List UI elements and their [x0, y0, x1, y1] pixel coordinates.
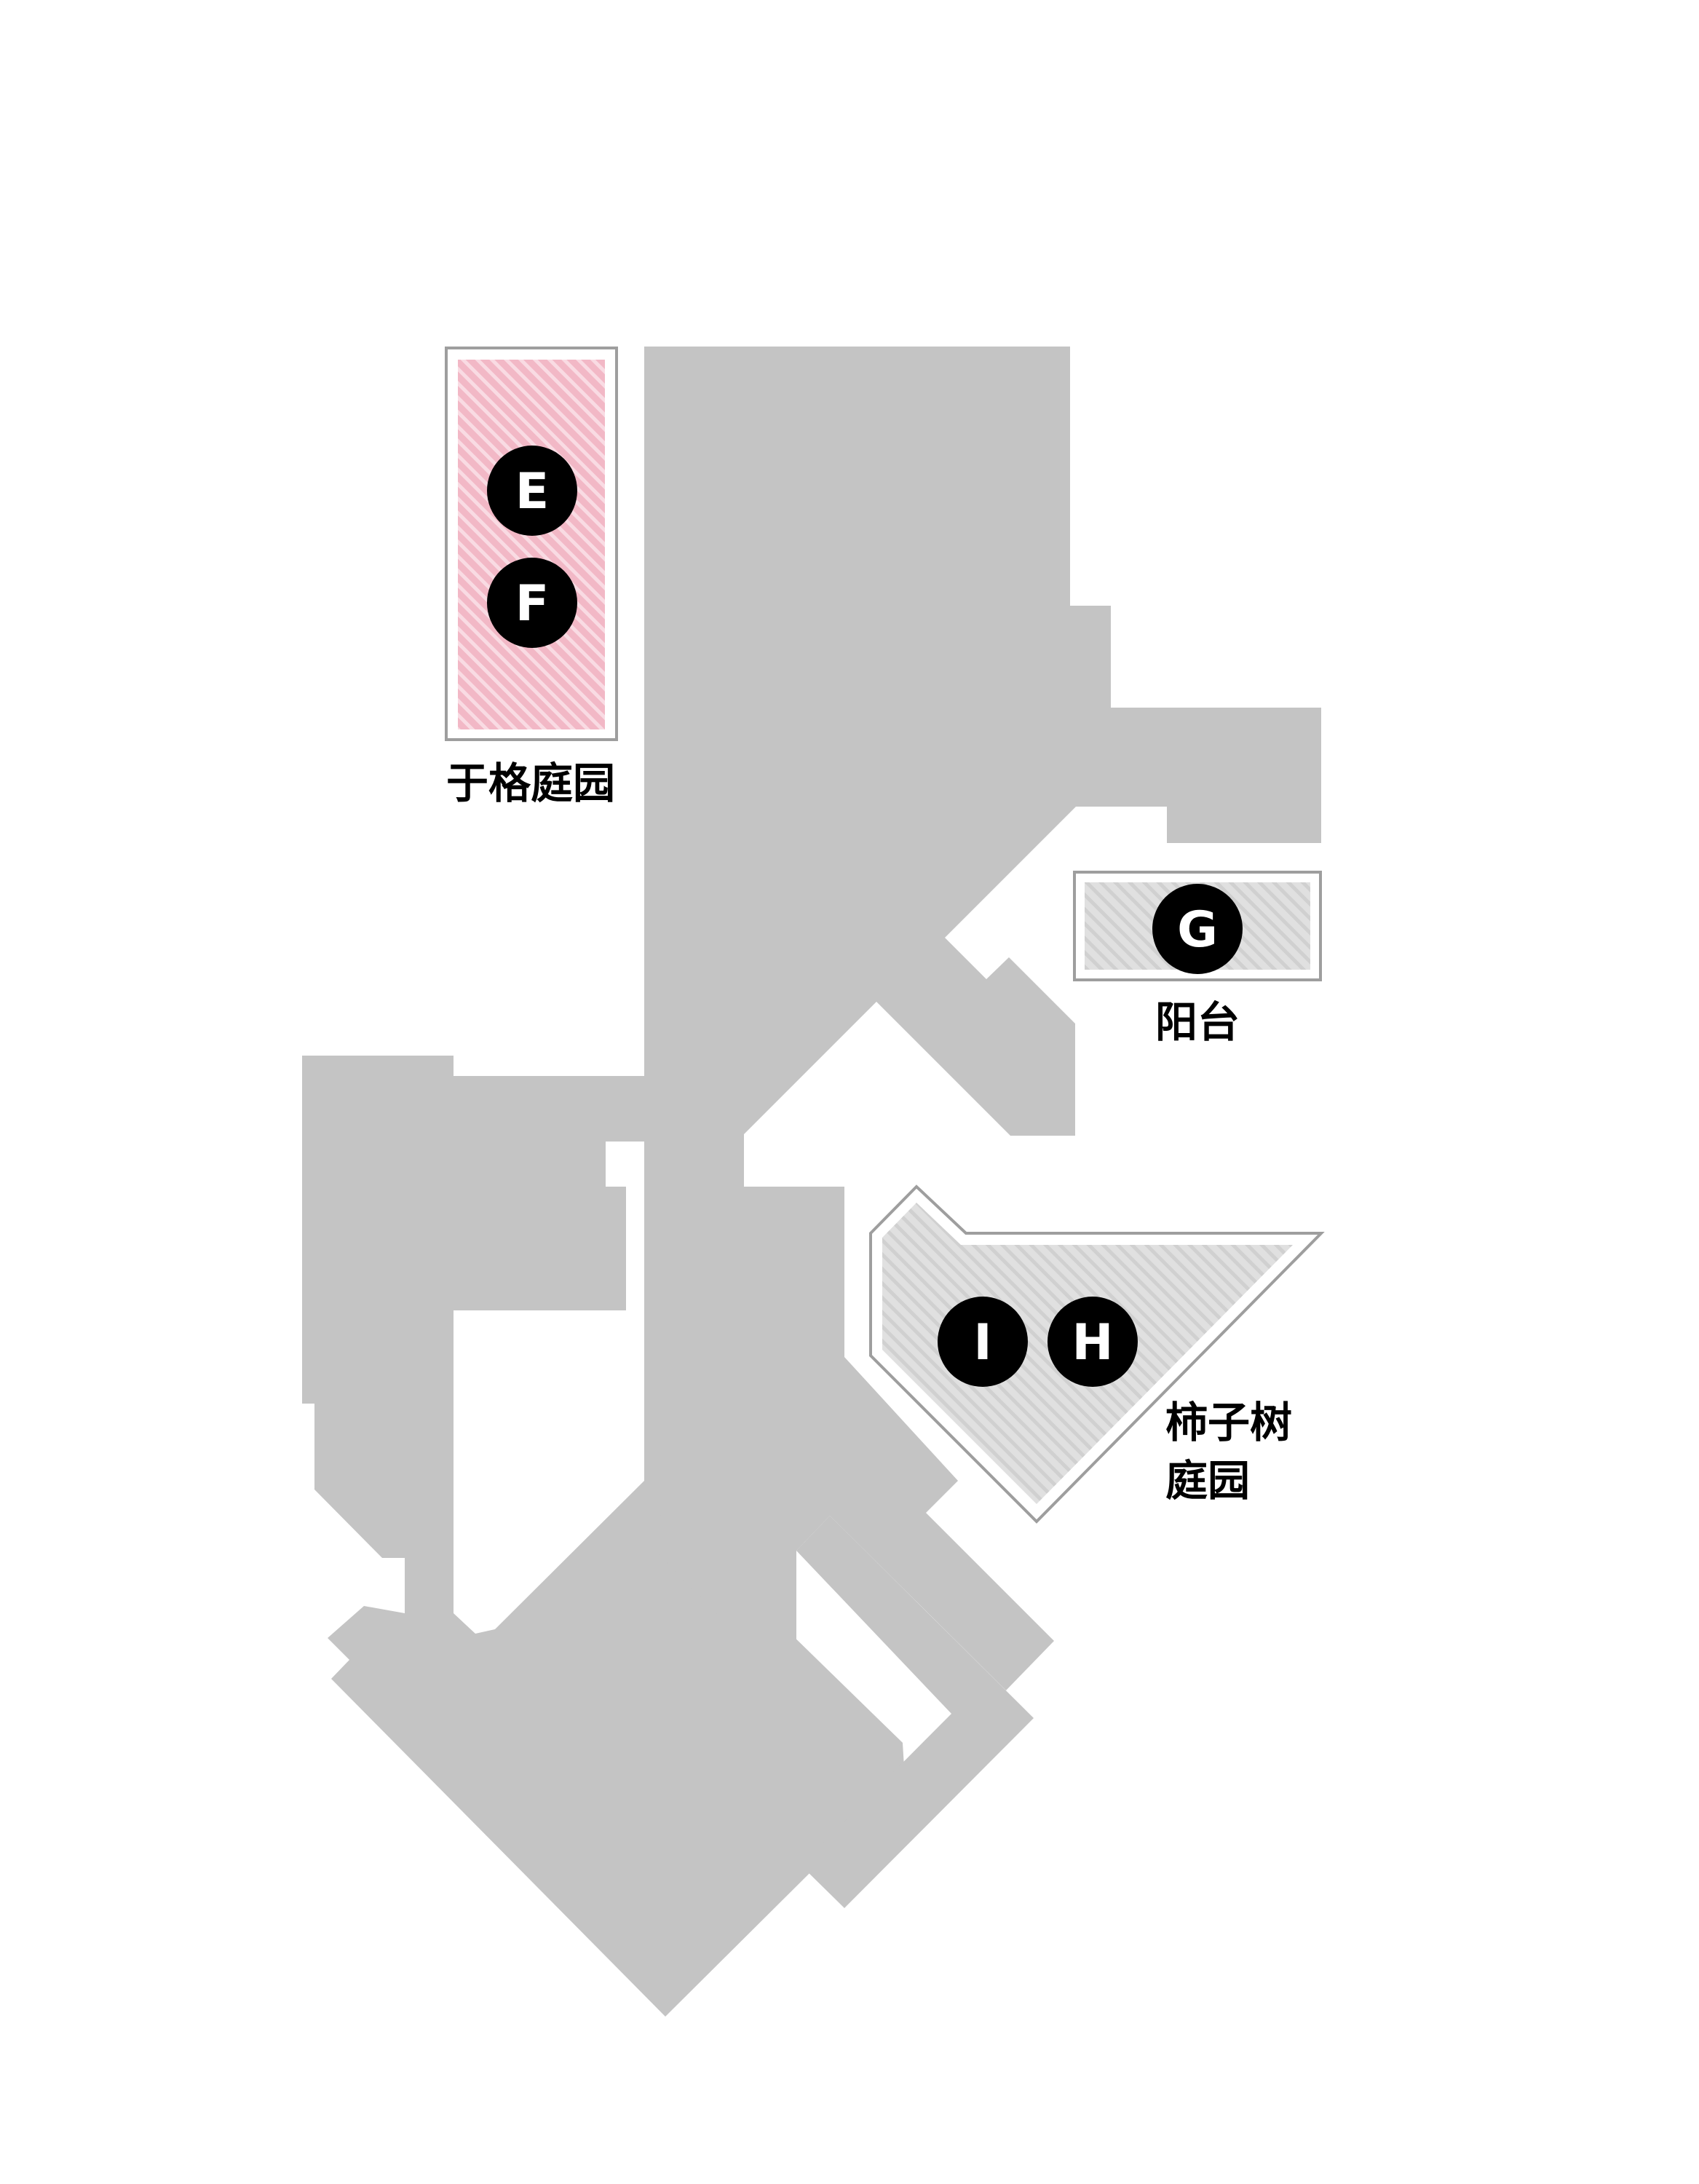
- marker-f[interactable]: F: [487, 558, 577, 648]
- building-south-connector: [655, 1532, 742, 1618]
- balcony-area[interactable]: G 阳台: [1073, 871, 1322, 1047]
- marker-h-label: H: [1072, 1314, 1114, 1372]
- building-footprint: [302, 347, 1321, 2017]
- building-south-wedge: [328, 1481, 903, 2017]
- marker-i-label: I: [973, 1314, 991, 1372]
- marker-h[interactable]: H: [1047, 1297, 1138, 1387]
- marker-i[interactable]: I: [938, 1297, 1028, 1387]
- marker-e-circle: [487, 446, 577, 536]
- balcony-label: 阳台: [1155, 997, 1240, 1047]
- marker-i-circle: [938, 1297, 1028, 1387]
- persimmon-garden-area[interactable]: I H 柿子树 庭园: [869, 1184, 1325, 1524]
- marker-g-circle: [1152, 884, 1243, 974]
- yuge-garden-fill: [458, 360, 605, 729]
- marker-e[interactable]: E: [487, 446, 577, 536]
- marker-h-circle: [1047, 1297, 1138, 1387]
- marker-f-label: F: [515, 575, 549, 633]
- marker-g[interactable]: G: [1152, 884, 1243, 974]
- yuge-garden-area[interactable]: E F 于格庭园: [445, 347, 618, 808]
- persimmon-garden-label-line2: 庭园: [1165, 1456, 1250, 1506]
- marker-f-circle: [487, 558, 577, 648]
- marker-g-label: G: [1177, 901, 1218, 959]
- building-south-corridor-inner: [700, 1580, 908, 1791]
- marker-e-label: E: [515, 463, 549, 521]
- persimmon-garden-label-line1: 柿子树: [1165, 1398, 1292, 1447]
- building-left-wing: [302, 1056, 644, 1613]
- building-south-corridor-outer: [796, 1516, 1034, 1908]
- yuge-garden-label: 于格庭园: [446, 759, 615, 808]
- building-main-block: [644, 347, 1321, 1791]
